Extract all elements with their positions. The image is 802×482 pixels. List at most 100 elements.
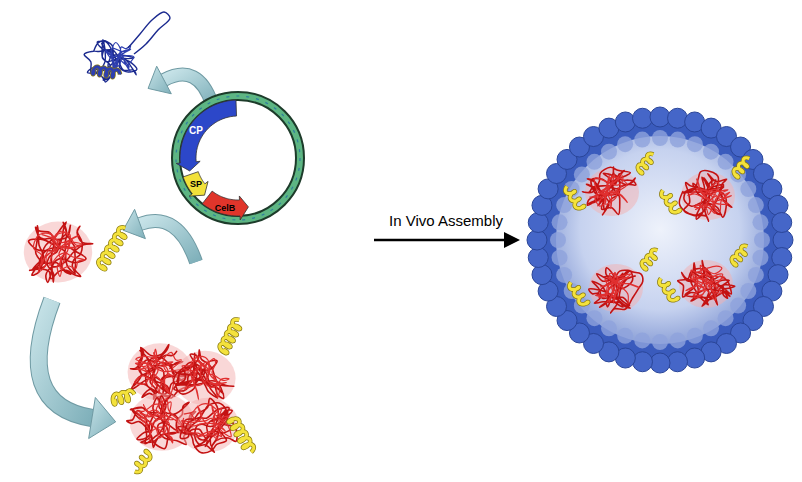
inner-capsomer (703, 320, 719, 336)
helix-outline (734, 158, 749, 178)
ribbon (595, 272, 639, 303)
inner-capsomer (550, 232, 566, 248)
inner-capsomer (652, 130, 668, 146)
helix (732, 246, 747, 266)
gene-label: CelB (215, 204, 236, 213)
curved-arrow (164, 75, 212, 104)
ribbon (181, 404, 231, 440)
inner-capsomer (718, 154, 734, 170)
inner-capsomer (754, 232, 770, 248)
enzyme-mass (174, 351, 235, 405)
arrow-head (123, 209, 145, 238)
inner-capsomer (652, 334, 668, 350)
inner-capsomer (752, 214, 768, 230)
capsomer (632, 108, 652, 128)
capsomer (527, 230, 547, 250)
inner-capsomer (740, 283, 756, 299)
helix (659, 278, 678, 300)
curved-arrow (140, 221, 196, 262)
ribbon (688, 179, 732, 215)
inner-capsomer (687, 328, 703, 344)
helix (569, 282, 588, 304)
helix (734, 158, 749, 178)
helix (642, 250, 657, 270)
ribbon (590, 174, 628, 208)
ribbon (589, 268, 643, 313)
inner-capsomer (574, 166, 590, 182)
ribbon-tail (128, 12, 170, 54)
inner-capsomer (718, 310, 734, 326)
capsomer (532, 265, 552, 285)
ribbon (582, 167, 635, 215)
inner-capsomer (617, 328, 633, 344)
capsid (527, 107, 793, 373)
inner-capsomer (730, 298, 746, 314)
inner-capsomer (748, 267, 764, 283)
inner-capsomer (670, 132, 686, 148)
plasmid-ring-outline (176, 96, 300, 220)
curved-arrow (39, 300, 92, 418)
inner-capsomer (586, 154, 602, 170)
capsomer (650, 353, 670, 373)
ribbon (137, 399, 182, 443)
gene-arrow (202, 191, 248, 220)
plasmid-ring (176, 96, 300, 220)
helix-outline (135, 451, 150, 472)
helix (98, 227, 125, 269)
helix (229, 419, 254, 453)
curved-arrow-edge (39, 300, 92, 418)
curved-arrow-edge (140, 221, 196, 262)
helix (661, 190, 680, 212)
plasmid-marks (176, 96, 300, 220)
plasmid (176, 96, 300, 220)
inner-capsomer (601, 144, 617, 160)
helix (135, 451, 150, 472)
capsomer (772, 248, 792, 268)
helix-outline (98, 227, 125, 269)
enzyme-monomer (24, 222, 126, 283)
coat-protein (84, 12, 170, 82)
helix-outline (113, 390, 135, 404)
inner-capsomer (552, 214, 568, 230)
enzyme-mass (589, 264, 643, 312)
helix-outline (229, 419, 254, 453)
capsomer (768, 195, 788, 215)
helix (93, 67, 120, 77)
ribbon (29, 222, 93, 282)
inner-capsomer (556, 267, 572, 283)
capsid-shell (534, 114, 786, 366)
arrow-head (148, 66, 171, 94)
helix (565, 186, 584, 208)
enzyme-mass (177, 398, 238, 452)
inner-capsomer (617, 136, 633, 152)
helix (220, 319, 240, 353)
capsomer (773, 230, 793, 250)
helix-outline (93, 67, 120, 77)
inner-capsomer (752, 250, 768, 266)
gene-label: CP (189, 126, 203, 136)
process-label: In Vivo Assembly (389, 213, 503, 228)
ribbon (33, 231, 85, 276)
capsomer (650, 107, 670, 127)
capsomer (668, 108, 688, 128)
arrow-shaft (374, 239, 508, 242)
inner-capsomer (687, 136, 703, 152)
arrow-head (504, 232, 520, 248)
capsomer (772, 212, 792, 232)
helix-outline (569, 282, 588, 304)
capsomer (632, 352, 652, 372)
helix-outline (642, 250, 657, 270)
gene-arrow (176, 100, 236, 171)
inner-capsomer (634, 332, 650, 348)
assembly-arrow (374, 232, 520, 248)
enzyme-tetramer (113, 319, 254, 472)
inner-capsomer (601, 320, 617, 336)
capsomer (615, 112, 635, 132)
inner-capsomer (552, 250, 568, 266)
helix (638, 154, 653, 174)
capsomer (685, 348, 705, 368)
helix-outline (565, 186, 584, 208)
ribbon (686, 265, 725, 300)
